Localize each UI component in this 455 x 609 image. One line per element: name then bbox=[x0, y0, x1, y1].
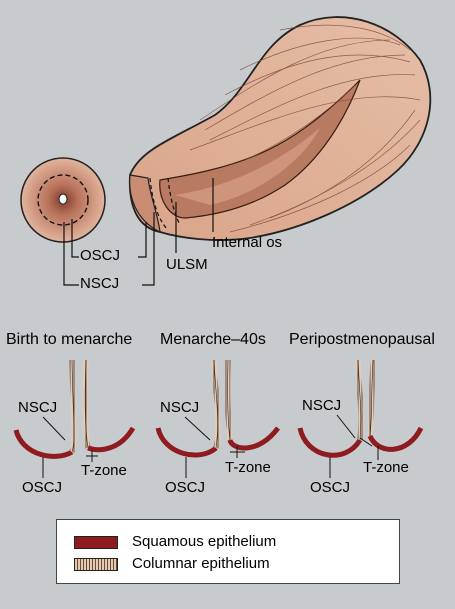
uterus-section bbox=[128, 16, 432, 241]
internal-os-label: Internal os bbox=[212, 234, 283, 251]
stage-diagram-2 bbox=[155, 359, 281, 478]
stage2-tzone-label: T-zone bbox=[225, 459, 271, 476]
legend: Squamous epithelium Columnar epithelium bbox=[56, 519, 400, 584]
ulsm-label: ULSM bbox=[166, 256, 208, 273]
stage-title-1: Birth to menarche bbox=[6, 331, 133, 348]
stage2-nscj-label: NSCJ bbox=[160, 399, 200, 416]
stage-title-3: Peripostmenopausal bbox=[289, 331, 435, 348]
nscj-label: NSCJ bbox=[80, 275, 120, 292]
legend-label-columnar: Columnar epithelium bbox=[132, 555, 270, 572]
stage3-nscj-label: NSCJ bbox=[302, 397, 342, 414]
stage1-oscj-label: OSCJ bbox=[22, 479, 63, 496]
oscj-label: OSCJ bbox=[80, 247, 121, 264]
legend-swatch-squamous bbox=[74, 536, 118, 549]
stage1-tzone-label: T-zone bbox=[81, 462, 127, 479]
stage2-oscj-label: OSCJ bbox=[165, 479, 206, 496]
top-leader-lines bbox=[63, 178, 214, 286]
stage-title-2: Menarche–40s bbox=[160, 331, 266, 348]
legend-swatch-columnar bbox=[74, 558, 118, 571]
stage-diagram-1 bbox=[13, 359, 136, 478]
stage3-oscj-label: OSCJ bbox=[310, 479, 351, 496]
stage-diagram-3 bbox=[297, 359, 424, 478]
stage1-nscj-label: NSCJ bbox=[18, 399, 58, 416]
legend-label-squamous: Squamous epithelium bbox=[132, 533, 277, 550]
cervix-face-view bbox=[20, 157, 106, 243]
stage3-tzone-label: T-zone bbox=[363, 459, 409, 476]
